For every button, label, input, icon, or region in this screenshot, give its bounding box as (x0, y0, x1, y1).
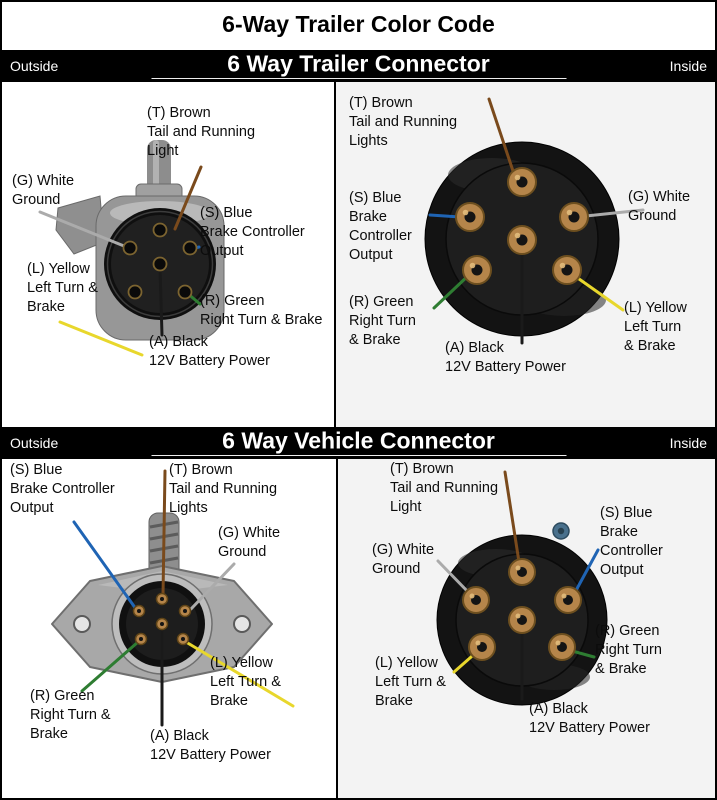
wire-line-blue (428, 213, 462, 219)
outside-label: Outside (10, 435, 59, 451)
wire-label-vehicle-outside-white: (G) White Ground (218, 525, 281, 560)
wire-label-trailer-outside-black: (A) Black 12V Battery Power (149, 334, 270, 369)
wire-line-white (584, 208, 645, 218)
trailer-connector-title: 6 Way Trailer Connector (227, 50, 490, 77)
vehicle-inside-pins (462, 558, 582, 661)
vehicle-section-artwork (51, 469, 608, 727)
wire-label-trailer-inside-black: (A) Black 12V Battery Power (445, 340, 566, 375)
wire-line-black (158, 266, 164, 337)
wire-label-vehicle-inside-white: (G) White Ground (372, 542, 435, 577)
wire-line-brown (487, 97, 517, 179)
wire-label-vehicle-inside-brown: (T) Brown Tail and Running Light (390, 461, 499, 515)
header-underline (151, 455, 566, 456)
wire-line-blue (72, 520, 138, 611)
wire-line-blue (571, 548, 600, 598)
wire-label-trailer-inside-blue: (S) Blue Brake Controller Output (349, 190, 412, 263)
wire-label-trailer-outside-yellow: (L) Yellow Left Turn & Brake (27, 261, 98, 315)
wire-line-yellow (184, 640, 295, 708)
vehicle-outside-pins (132, 592, 192, 646)
wire-label-trailer-outside-blue: (S) Blue Brake Controller Output (200, 205, 305, 259)
wire-line-yellow (58, 320, 144, 357)
vehicle-connector-title: 6 Way Vehicle Connector (222, 427, 495, 454)
wire-line-brown (503, 470, 521, 564)
mounting-screw-icon (552, 522, 570, 540)
wire-label-trailer-outside-white: (G) White Ground (12, 173, 75, 208)
wire-label-vehicle-inside-blue: (S) Blue Brake Controller Output (600, 505, 663, 578)
outside-label: Outside (10, 58, 59, 74)
trailer-section-artwork (38, 97, 645, 357)
inside-label: Inside (669, 58, 707, 74)
wire-line-green (80, 640, 140, 693)
trailer-section-divider (334, 82, 336, 427)
page-title: 6-Way Trailer Color Code (222, 11, 495, 37)
wire-line-yellow (570, 272, 625, 312)
wire-label-vehicle-inside-black: (A) Black 12V Battery Power (529, 701, 650, 736)
wire-line-brown (173, 165, 203, 231)
wire-label-trailer-outside-brown: (T) Brown Tail and Running Light (147, 105, 256, 159)
trailer-outside-pins (122, 222, 198, 300)
vehicle-section-header: Outside 6 Way Vehicle Connector Inside (2, 427, 715, 459)
wire-label-vehicle-outside-brown: (T) Brown Tail and Running Lights (169, 462, 278, 516)
wire-line-green (432, 272, 472, 310)
trailer-section-header: Outside 6 Way Trailer Connector Inside (2, 50, 715, 82)
wire-label-trailer-outside-green: (R) Green Right Turn & Brake (200, 293, 323, 328)
wire-label-vehicle-outside-yellow: (L) Yellow Left Turn & Brake (210, 655, 281, 709)
wire-line-white (38, 210, 126, 248)
wire-line-white (189, 562, 236, 611)
wire-label-trailer-inside-brown: (T) Brown Tail and Running Lights (349, 95, 458, 149)
wire-line-brown (161, 469, 167, 597)
wire-label-vehicle-inside-green: (R) Green Right Turn & Brake (595, 623, 662, 677)
trailer-wire-lines (38, 97, 645, 357)
wire-label-trailer-inside-white: (G) White Ground (628, 189, 691, 224)
vehicle-section-divider (336, 459, 338, 798)
wire-label-vehicle-inside-yellow: (L) Yellow Left Turn & Brake (375, 655, 446, 709)
header-underline (151, 78, 566, 79)
wire-label-vehicle-outside-green: (R) Green Right Turn & Brake (30, 688, 111, 742)
wire-label-vehicle-outside-blue: (S) Blue Brake Controller Output (10, 462, 115, 516)
wire-label-trailer-inside-green: (R) Green Right Turn & Brake (349, 294, 416, 348)
wire-label-vehicle-outside-black: (A) Black 12V Battery Power (150, 728, 271, 763)
wire-label-trailer-inside-yellow: (L) Yellow Left Turn & Brake (624, 300, 687, 354)
inside-label: Inside (669, 435, 707, 451)
trailer-inside-pins (455, 167, 589, 285)
